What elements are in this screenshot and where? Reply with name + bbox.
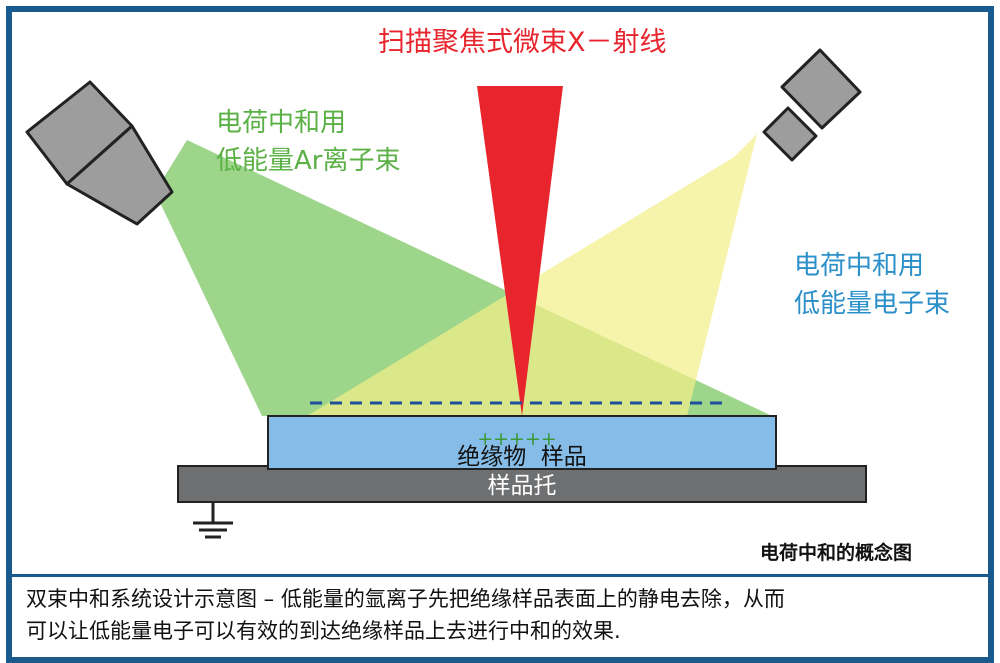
diagram-frame: +++++ 绝缘物 样品 样品托 扫描聚焦式微束X－射线 电荷中和用 低能量Ar… xyxy=(6,6,994,663)
insulating-sample xyxy=(267,415,777,470)
electron-beam-label: 电荷中和用 低能量电子束 xyxy=(794,247,950,323)
ground-icon xyxy=(193,502,233,539)
electron-beam xyxy=(307,134,757,416)
ion-beam-label-line: 低能量Ar离子束 xyxy=(216,146,401,176)
ion-beam-label-line: 电荷中和用 xyxy=(216,108,347,138)
holder-label: 样品托 xyxy=(488,473,557,499)
sample-label: 绝缘物 样品 xyxy=(457,444,587,470)
xray-label: 扫描聚焦式微束X－射线 xyxy=(378,27,667,58)
ion-gun-icon xyxy=(25,80,174,226)
caption-line: 双束中和系统设计示意图 – 低能量的氩离子先把绝缘样品表面上的静电去除，从而 xyxy=(26,587,785,611)
figure-caption: 双束中和系统设计示意图 – 低能量的氩离子先把绝缘样品表面上的静电去除，从而 可… xyxy=(26,583,976,647)
electron-beam-label-line: 低能量电子束 xyxy=(794,289,951,319)
ion-beam-label: 电荷中和用 低能量Ar离子束 xyxy=(216,104,400,180)
electron-beam-label-line: 电荷中和用 xyxy=(794,251,925,281)
positive-charges: +++++ xyxy=(477,428,557,450)
sample-holder xyxy=(177,465,867,503)
concept-caption: 电荷中和的概念图 xyxy=(760,542,913,564)
divider xyxy=(12,574,988,577)
xray-beam xyxy=(477,86,563,416)
caption-line: 可以让低能量电子可以有效的到达绝缘样品上去进行中和的效果. xyxy=(26,619,621,643)
dual-beam-neutralization-diagram: +++++ 绝缘物 样品 样品托 xyxy=(25,48,867,539)
electron-gun-icon xyxy=(762,48,862,162)
